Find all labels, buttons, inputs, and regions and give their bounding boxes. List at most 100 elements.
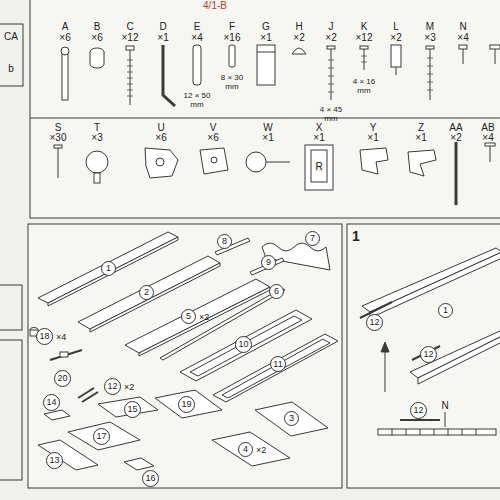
callout-circle: 12 [420,346,437,363]
quantity: ×4 [56,332,66,342]
callout-circle: 14 [43,394,60,411]
callout-number: 8 [217,234,232,249]
part-letter: C [126,21,133,32]
part-count: ×6 [155,132,166,143]
callout-circle: 12×2 [104,378,134,395]
margin-note: b [8,63,14,74]
part-count: ×2 [450,132,461,143]
part-count: ×16 [224,32,241,43]
part-letter: Y [370,122,377,133]
part-count: ×12 [356,32,373,43]
part-letter: H [295,21,302,32]
part-letter: B [94,21,101,32]
part-count: ×3 [91,132,102,143]
board-parts [30,232,338,470]
callout-circle: 6 [269,284,284,299]
part-count: ×4 [457,32,468,43]
callout-number: 12 [410,402,427,419]
part-letter: AB [481,122,494,133]
margin-box [0,24,23,86]
part-letter: Z [418,122,424,133]
quantity: ×2 [256,445,266,455]
part-letter: N [459,21,466,32]
callout-number: 2 [139,285,154,300]
part-count: ×1 [313,132,324,143]
callout-circle: 2 [139,285,154,300]
callout-circle: 20 [54,370,71,387]
part-count: ×12 [122,32,139,43]
callout-number: 12 [420,346,437,363]
part-letter: G [262,21,270,32]
callout-number: 4 [238,442,253,457]
part-letter: E [194,21,201,32]
part-count: ×30 [50,132,67,143]
dimension: 12 × 50 mm [182,91,212,109]
margin-box [0,285,22,330]
callout-number: 7 [305,231,320,246]
callout-circle: 12 [410,402,427,419]
callout-circle: 5×2 [181,309,209,324]
part-letter: AA [449,122,462,133]
part-letter: V [210,122,217,133]
callout-number: 10 [235,336,252,353]
callout-circle: 1 [438,303,453,318]
callout-number: 18 [36,328,53,345]
callout-circle: 15 [124,401,141,418]
hardware-row [54,142,495,205]
step-number: 1 [352,231,360,242]
part-count: ×1 [415,132,426,143]
part-letter: T [94,122,100,133]
parts-panel [28,224,342,488]
part-letter: K [361,21,368,32]
table-divider [30,118,500,119]
callout-circle: 3 [284,411,299,426]
part-count: ×2 [293,32,304,43]
part-letter: W [263,122,272,133]
callout-number: 12 [366,314,383,331]
part-letter: U [157,122,164,133]
part-count: ×1 [157,32,168,43]
margin-box [0,340,22,480]
callout-number: 17 [93,428,110,445]
step-illustration [360,248,500,435]
part-letter: N [441,400,448,411]
part-count: ×4 [191,32,202,43]
parts-table [30,0,500,218]
step-panel [347,224,500,488]
callout-number: 14 [43,394,60,411]
margin-note: CA [4,31,18,42]
dimension: 8 × 30 mm [217,73,247,91]
quantity: ×2 [124,382,134,392]
part-letter: J [329,21,334,32]
callout-number: 11 [270,356,286,372]
part-letter: F [229,21,235,32]
callout-number: 3 [284,411,299,426]
part-count: ×6 [91,32,102,43]
callout-circle: 19 [178,396,195,413]
callout-circle: 17 [93,428,110,445]
callout-circle: 16 [142,470,159,487]
part-letter: L [393,21,399,32]
callout-number: 19 [178,396,195,413]
dimension: 4 × 45 mm [316,105,346,123]
handwriting: 4/1-B [203,0,227,11]
callout-circle: 7 [305,231,320,246]
callout-number: 5 [181,309,196,324]
callout-number: 12 [104,378,121,395]
part-letter: S [55,122,62,133]
callout-number: 16 [142,470,159,487]
part-letter: X [316,122,323,133]
callout-circle: 9 [261,255,276,270]
callout-number: 1 [101,261,116,276]
screw-threads [127,56,433,96]
part-count: ×2 [390,32,401,43]
part-count: ×1 [262,132,273,143]
callout-number: 15 [124,401,141,418]
callout-circle: 4×2 [238,442,266,457]
dimension: 4 × 16 mm [349,77,379,95]
callout-number: 20 [54,370,71,387]
callout-circle: 1 [101,261,116,276]
hardware-row [61,45,500,106]
